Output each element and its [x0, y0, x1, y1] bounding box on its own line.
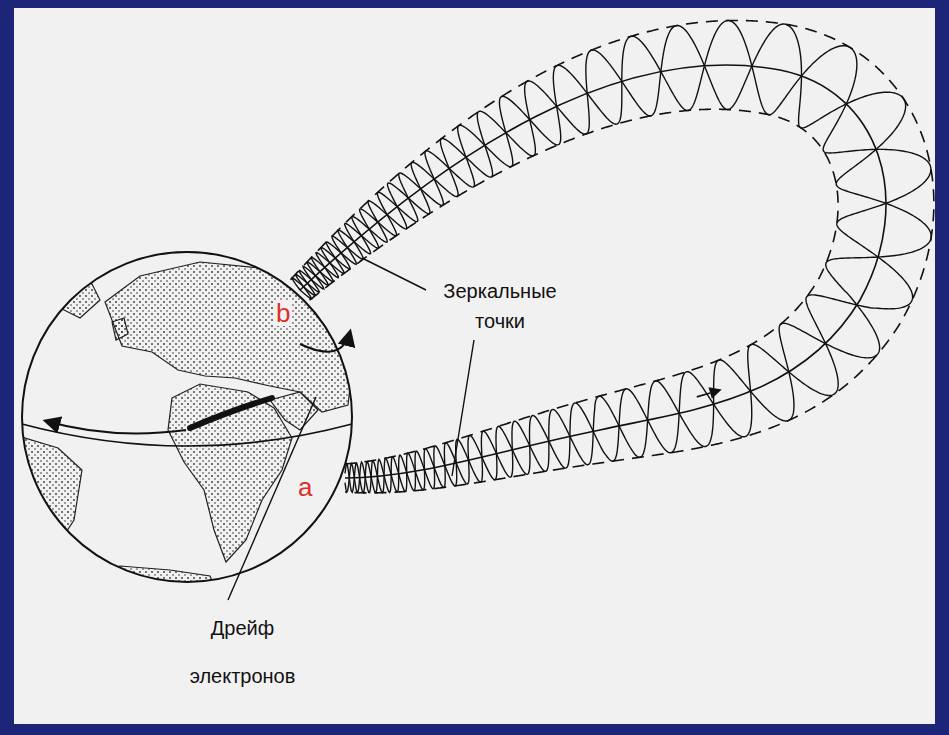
drift-arrow-curved [300, 332, 350, 352]
madagascar [320, 512, 345, 548]
earth-outline [22, 252, 352, 582]
island [112, 318, 128, 340]
panel [14, 8, 935, 724]
greenland [60, 280, 100, 318]
leader-line [362, 258, 426, 290]
electron-trajectory [292, 24, 931, 493]
continents [18, 262, 352, 600]
field-line-group [290, 20, 933, 492]
south-america [18, 436, 82, 560]
leader-line [452, 340, 474, 476]
point-label: b [274, 300, 292, 326]
motion-arrowhead [708, 387, 721, 399]
antarctica [80, 566, 220, 600]
field-line [300, 65, 886, 478]
field-envelope [310, 109, 839, 464]
drift-arrow-thick [190, 398, 272, 428]
callout-text: Зеркальные точки [428, 276, 572, 336]
africa [168, 384, 292, 562]
drift-arrow [46, 421, 186, 433]
motion-arrow [697, 393, 710, 397]
field-envelope [290, 20, 933, 492]
callout-text: Дрейф электронов [178, 604, 307, 700]
point-label: a [296, 474, 314, 500]
arabia [270, 392, 318, 430]
leader-line [228, 397, 316, 600]
electron-trajectory [296, 21, 931, 493]
